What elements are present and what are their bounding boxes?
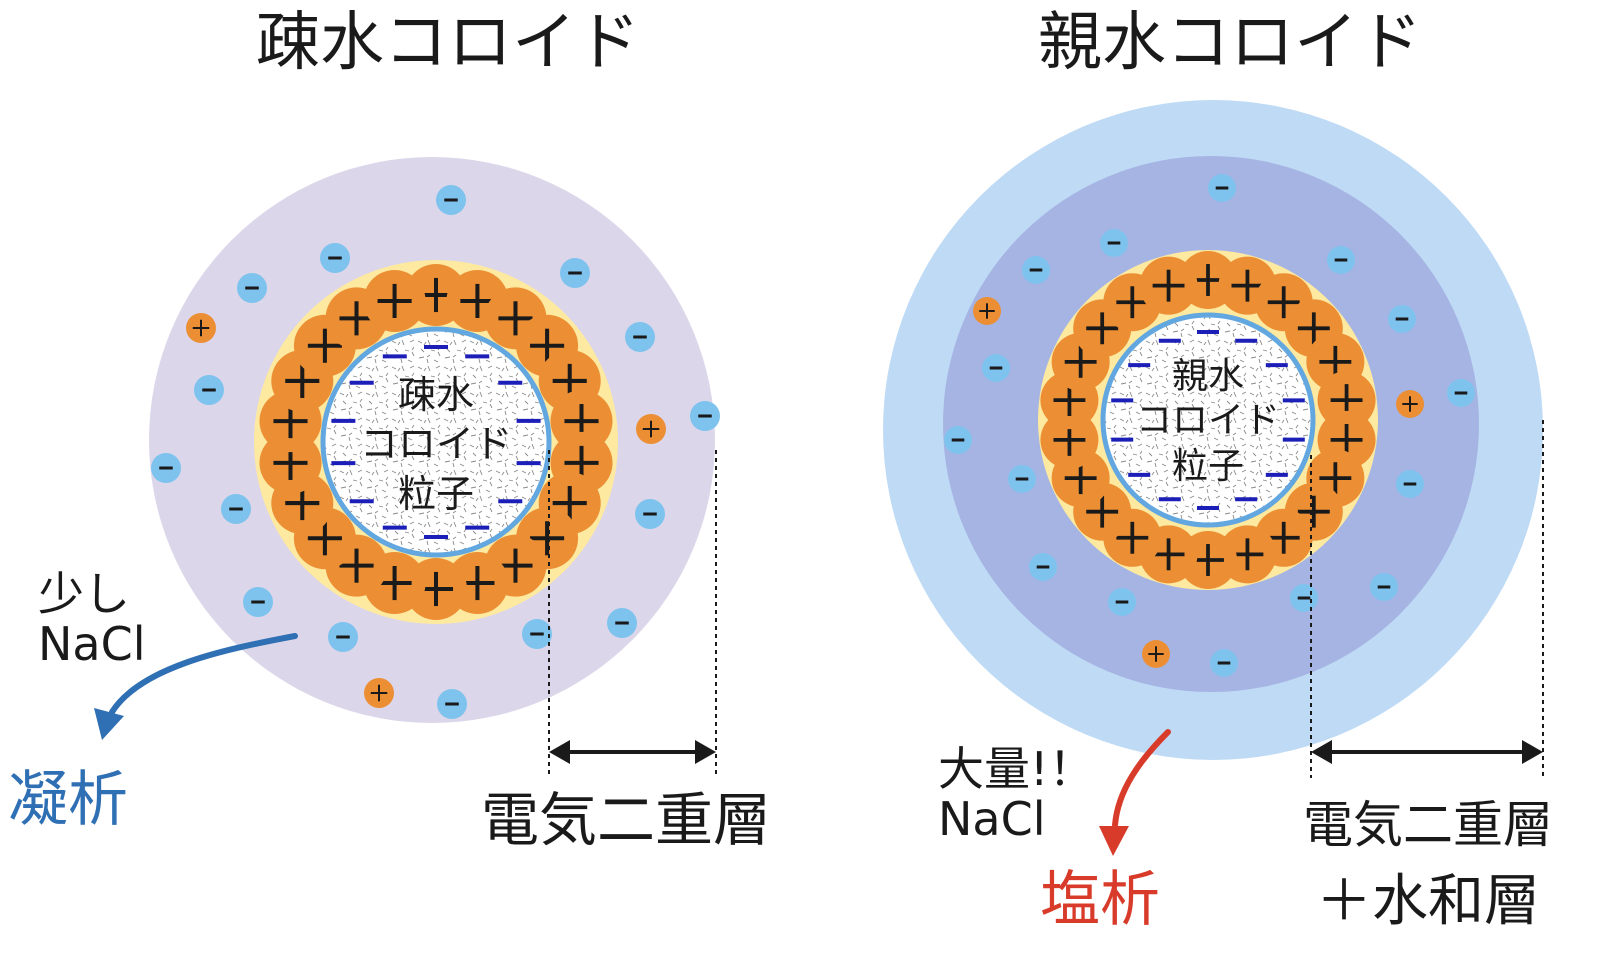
plus-ion-icon bbox=[186, 313, 216, 343]
minus-ion-icon bbox=[1447, 379, 1475, 407]
plus-ion-icon bbox=[1396, 390, 1424, 418]
minus-ion-icon bbox=[436, 185, 466, 215]
minus-ion-icon bbox=[194, 375, 224, 405]
hydrophilic-core-label-1: 親水 bbox=[1172, 356, 1244, 397]
hydrophilic-core-label-2: コロイド bbox=[1136, 400, 1280, 441]
minus-ion-icon bbox=[982, 354, 1010, 382]
hydrophobic-core-label-3: 粒子 bbox=[398, 472, 474, 516]
minus-ion-icon bbox=[320, 243, 350, 273]
plus-ion-icon bbox=[1142, 640, 1170, 668]
hydrophobic-core bbox=[320, 326, 552, 558]
curved-arrow-icon bbox=[1099, 729, 1171, 856]
hydrophobic-salt-label-1: 少し bbox=[38, 567, 130, 621]
hydrophobic-colloid: 疎水コロイド 疎水 コロイド 粒子 電気二重層 少し NaCl 凝析 bbox=[8, 6, 771, 854]
hydrophilic-core-label-3: 粒子 bbox=[1172, 446, 1244, 487]
minus-ion-icon bbox=[1290, 584, 1318, 612]
hydrophilic-cation-ring bbox=[1040, 251, 1376, 589]
coagulation-label: 凝析 bbox=[8, 765, 128, 835]
hydrophobic-surface-charges bbox=[331, 345, 541, 539]
hydrophobic-core-label-1: 疎水 bbox=[398, 373, 474, 417]
minus-ion-icon bbox=[1022, 256, 1050, 284]
minus-ion-icon bbox=[1100, 229, 1128, 257]
minus-ion-icon bbox=[243, 587, 273, 617]
double-arrow-icon bbox=[549, 740, 716, 764]
hydrophilic-salt-label-2: NaCl bbox=[938, 792, 1046, 846]
hydrophilic-layer-label-1: 電気二重層 bbox=[1303, 796, 1553, 854]
minus-ion-icon bbox=[522, 619, 552, 649]
minus-ion-icon bbox=[607, 608, 637, 638]
minus-ion-icon bbox=[221, 494, 251, 524]
hydrophobic-free-ions bbox=[151, 185, 720, 719]
hydrophilic-colloid: 親水コロイド 親水 コロイド 粒子 電気二重層 ＋水和層 大量!！ NaCl 塩… bbox=[883, 6, 1553, 935]
hydrophilic-surface-charges bbox=[1111, 330, 1305, 510]
minus-ion-icon bbox=[1208, 174, 1236, 202]
hydrophobic-core-label-2: コロイド bbox=[360, 422, 512, 466]
plus-ion-icon bbox=[973, 297, 1001, 325]
hydrophilic-title: 親水コロイド bbox=[1038, 6, 1422, 80]
ring-cation-icon bbox=[363, 269, 426, 332]
curved-arrow-icon bbox=[94, 633, 298, 740]
minus-ion-icon bbox=[1370, 573, 1398, 601]
hydrophilic-free-ions bbox=[944, 174, 1475, 677]
minus-ion-icon bbox=[1396, 470, 1424, 498]
plus-ion-icon bbox=[364, 678, 394, 708]
hydrophobic-salt-label-2: NaCl bbox=[38, 617, 146, 671]
minus-ion-icon bbox=[635, 499, 665, 529]
minus-ion-icon bbox=[690, 401, 720, 431]
minus-ion-icon bbox=[1210, 649, 1238, 677]
double-arrow-icon bbox=[1311, 740, 1543, 764]
hydrophilic-layer-label-2: ＋水和層 bbox=[1316, 869, 1540, 934]
hydrophilic-salt-label-1: 大量!！ bbox=[938, 742, 1094, 796]
minus-ion-icon bbox=[151, 453, 181, 483]
ring-cation-icon bbox=[1139, 256, 1198, 315]
minus-ion-icon bbox=[1108, 588, 1136, 616]
minus-ion-icon bbox=[437, 689, 467, 719]
plus-ion-icon bbox=[636, 414, 666, 444]
hydrophobic-cation-ring bbox=[259, 264, 613, 620]
minus-ion-icon bbox=[237, 273, 267, 303]
minus-ion-icon bbox=[1008, 465, 1036, 493]
salting-out-label: 塩析 bbox=[1040, 865, 1160, 935]
minus-ion-icon bbox=[1029, 553, 1057, 581]
minus-ion-icon bbox=[328, 622, 358, 652]
minus-ion-icon bbox=[1327, 246, 1355, 274]
minus-ion-icon bbox=[944, 426, 972, 454]
hydrophobic-title: 疎水コロイド bbox=[256, 6, 640, 80]
ring-cation-icon bbox=[1040, 410, 1099, 469]
minus-ion-icon bbox=[1388, 305, 1416, 333]
hydrophobic-layer-label: 電気二重層 bbox=[481, 786, 771, 854]
minus-ion-icon bbox=[560, 258, 590, 288]
hydrophilic-core bbox=[1100, 312, 1316, 528]
minus-ion-icon bbox=[625, 322, 655, 352]
ring-cation-icon bbox=[1317, 371, 1376, 430]
